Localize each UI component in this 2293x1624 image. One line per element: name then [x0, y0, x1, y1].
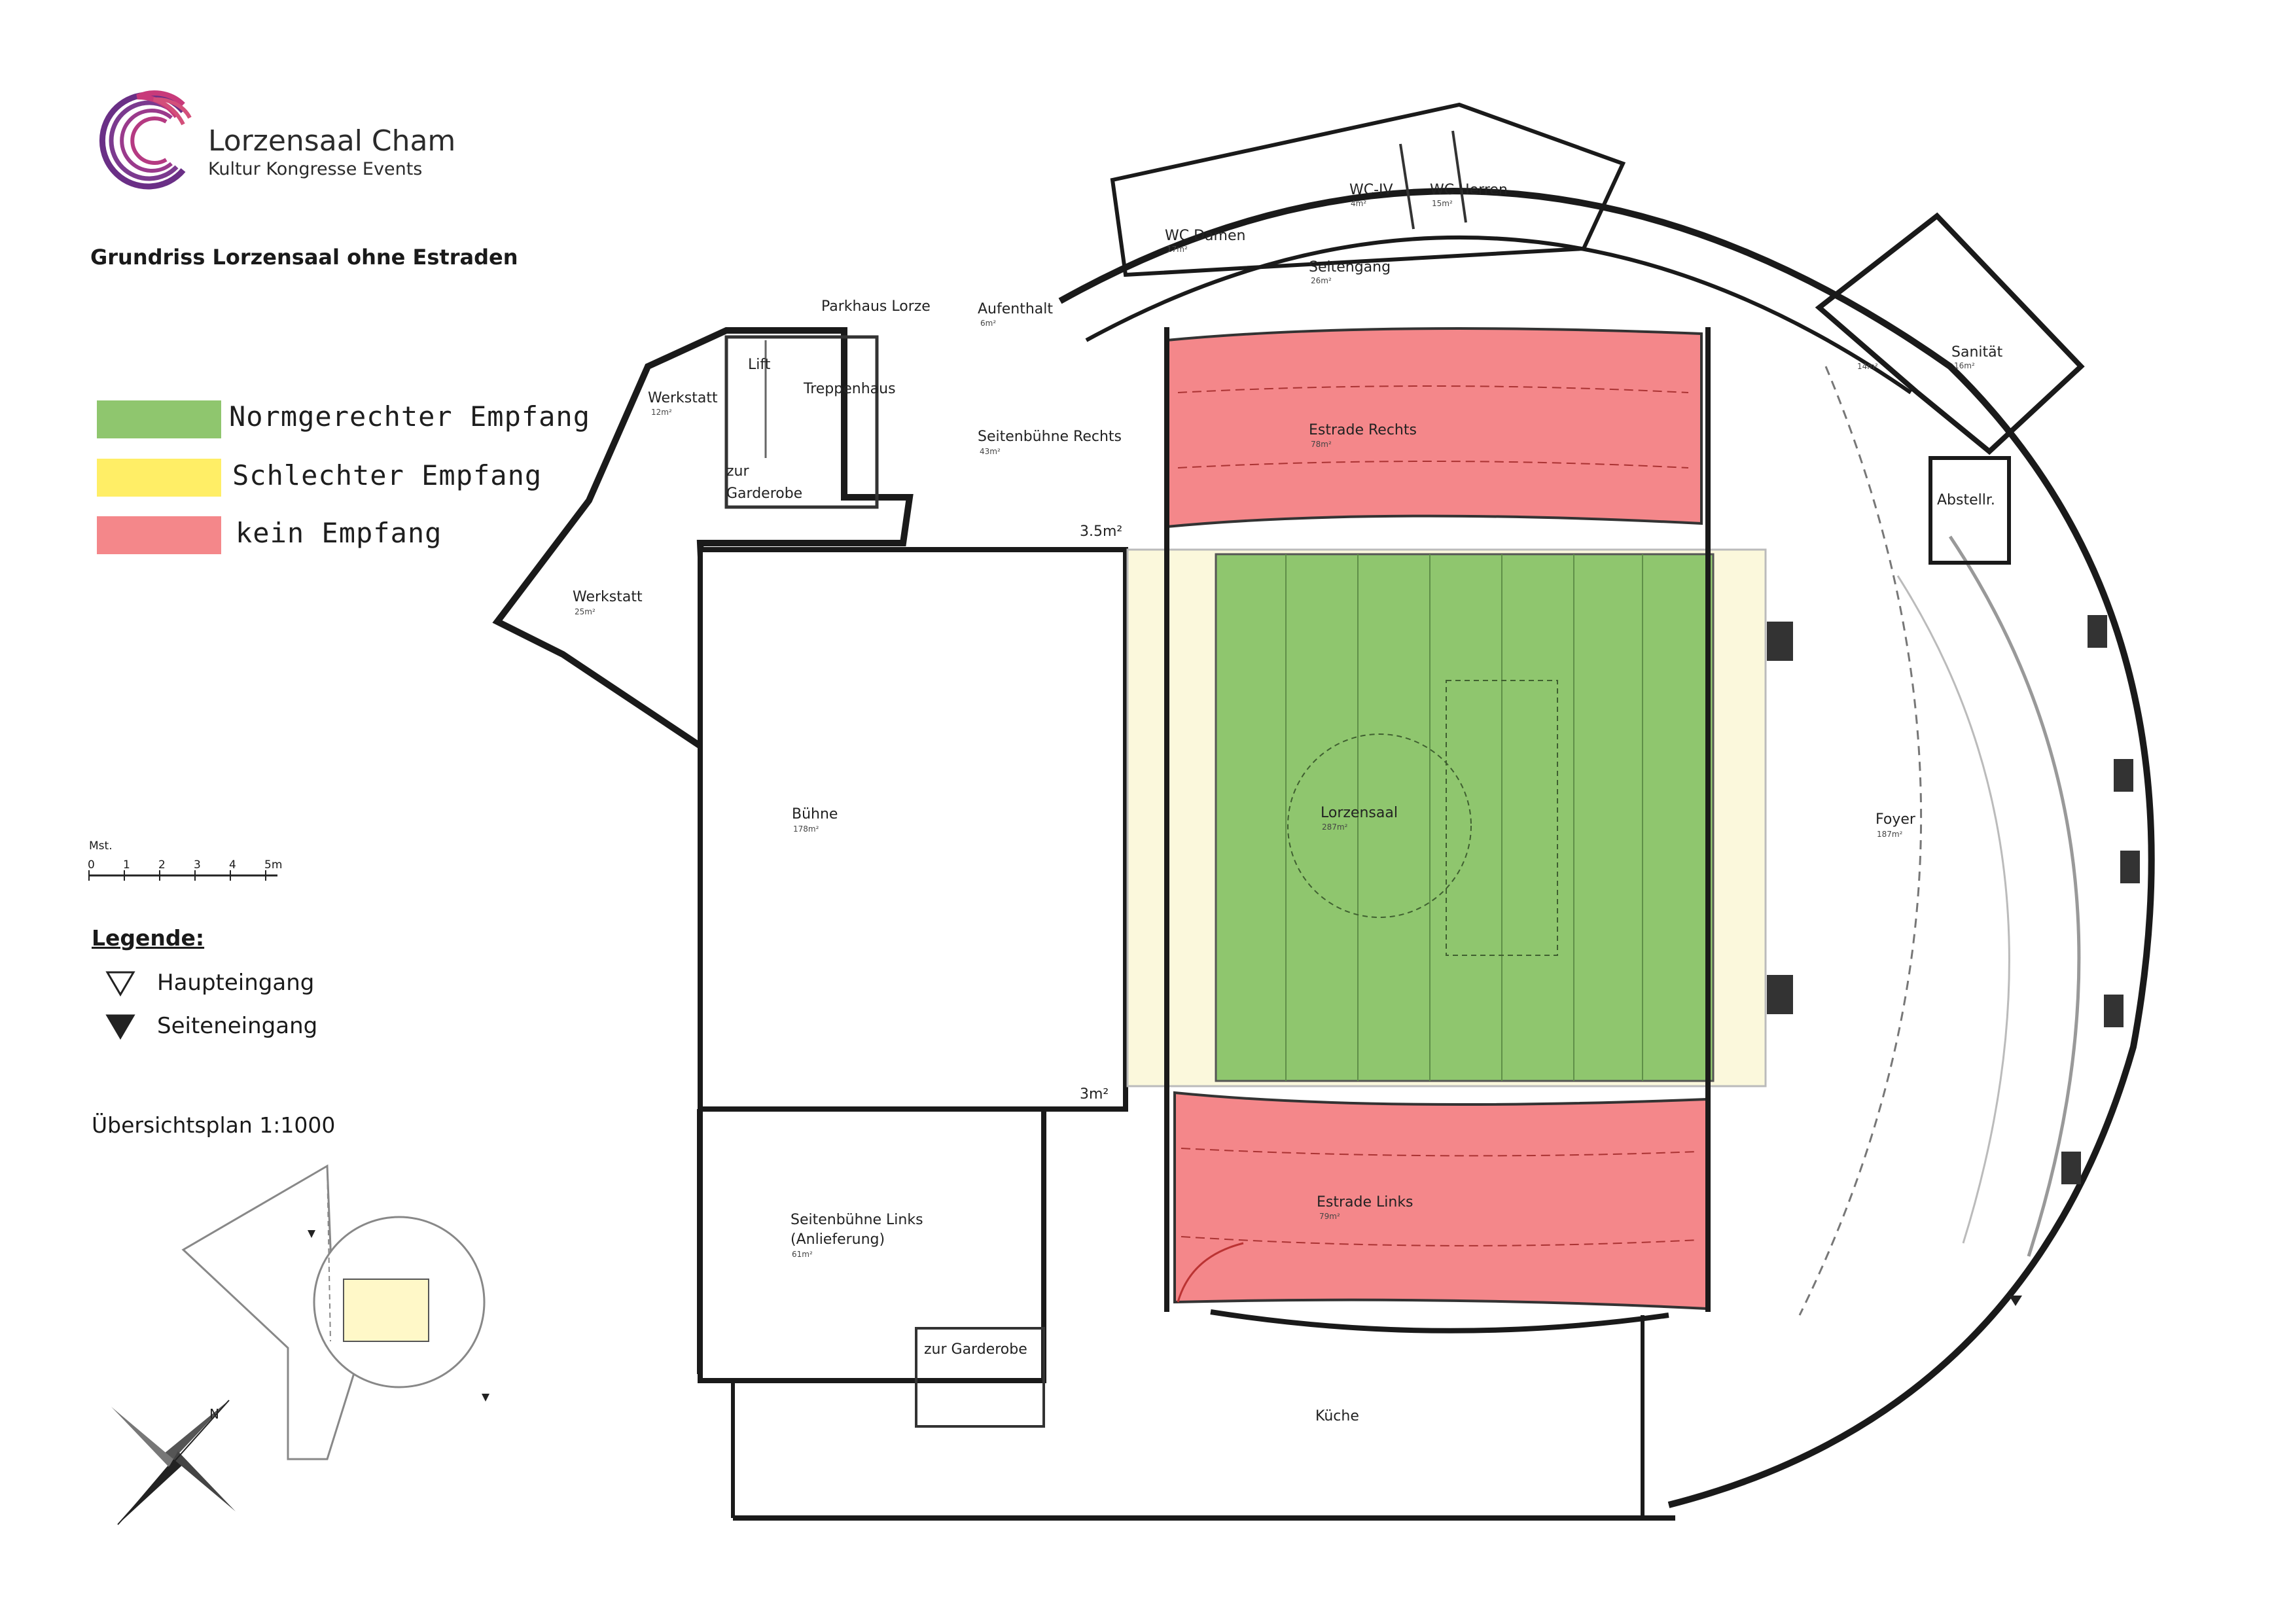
legende-haupteingang: Haupteingang — [157, 970, 315, 996]
compass-icon: N — [111, 1400, 236, 1525]
area-14: 14m² — [1857, 362, 1878, 371]
label-wc-damen: WC Damen — [1165, 228, 1246, 244]
scale-label: Mst. — [89, 839, 113, 853]
area-sanitaet: 16m² — [1954, 361, 1975, 370]
legend-label-kein: kein Empfang — [236, 517, 442, 549]
brand-name: Lorzensaal Cham — [208, 124, 456, 158]
label-werkstatt-large: Werkstatt — [573, 589, 643, 605]
label-kueche: Küche — [1315, 1408, 1359, 1424]
label-anlieferung: (Anlieferung) — [791, 1231, 885, 1248]
label-parkhaus: Parkhaus Lorze — [821, 298, 931, 315]
area-aufenthalt: 6m² — [980, 319, 997, 328]
label-3-5m: 3.5m² — [1080, 523, 1123, 540]
label-buehne: Bühne — [792, 806, 838, 822]
area-buehne: 178m² — [793, 824, 819, 834]
area-lorzensaal: 287m² — [1322, 822, 1348, 832]
label-seitengang: Seitengang — [1309, 259, 1391, 275]
lorzensaal-logo-icon — [99, 90, 192, 190]
label-lift: Lift — [748, 357, 771, 373]
brand-tagline: Kultur Kongresse Events — [208, 159, 423, 179]
label-wc-iv: WC-IV — [1349, 182, 1393, 198]
label-estrade-links: Estrade Links — [1317, 1194, 1413, 1210]
scale-tick-2: 2 — [158, 858, 166, 872]
label-zur-garderobe-top-1: zur — [726, 463, 749, 480]
overview-label: Übersichtsplan 1:1000 — [92, 1112, 336, 1138]
label-lorzensaal: Lorzensaal — [1321, 805, 1398, 821]
legend-label-normgerecht: Normgerechter Empfang — [229, 400, 591, 432]
label-seitenbuehne-rechts: Seitenbühne Rechts — [978, 429, 1122, 445]
area-estrade-rechts: 78m² — [1311, 440, 1332, 449]
scale-bar — [88, 870, 277, 881]
label-werkstatt-small: Werkstatt — [648, 390, 718, 406]
swatch-yellow — [97, 459, 221, 497]
swatch-red — [97, 516, 221, 554]
label-sanitaet: Sanität — [1951, 344, 2003, 361]
label-aufenthalt: Aufenthalt — [978, 301, 1054, 317]
label-abstellr: Abstellr. — [1937, 492, 1995, 508]
scale-tick-5: 5m — [264, 858, 283, 872]
area-foyer: 187m² — [1877, 830, 1903, 839]
legende-seiteneingang: Seiteneingang — [157, 1013, 318, 1039]
scale-tick-4: 4 — [229, 858, 236, 872]
area-werkstatt-large: 25m² — [575, 607, 595, 616]
label-treppenhaus: Treppenhaus — [804, 381, 896, 397]
label-wc-herren: WC Herren — [1430, 182, 1508, 198]
filled-triangle-icon — [105, 1014, 135, 1040]
swatch-green — [97, 400, 221, 438]
area-wc-iv: 4m² — [1351, 199, 1367, 208]
label-estrade-rechts: Estrade Rechts — [1309, 422, 1417, 438]
plan-title: Grundriss Lorzensaal ohne Estraden — [90, 245, 518, 270]
area-wc-herren: 15m² — [1432, 199, 1453, 208]
brand-logo — [85, 85, 196, 196]
legend-label-schlecht: Schlechter Empfang — [232, 459, 542, 491]
area-werkstatt-small: 12m² — [651, 408, 672, 417]
area-estrade-links: 79m² — [1319, 1212, 1340, 1221]
label-seitenbuehne-links: Seitenbühne Links — [791, 1212, 923, 1228]
overview-plan — [181, 1164, 489, 1460]
label-3m: 3m² — [1080, 1086, 1109, 1103]
label-zur-garderobe-bottom: zur Garderobe — [924, 1341, 1027, 1358]
area-seitenbuehne-links: 61m² — [792, 1250, 813, 1259]
area-seitengang: 26m² — [1311, 276, 1332, 285]
svg-text:N: N — [209, 1406, 219, 1422]
hollow-triangle-icon — [105, 971, 135, 997]
label-zur-garderobe-top-2: Garderobe — [726, 485, 803, 502]
label-foyer: Foyer — [1875, 811, 1915, 828]
scale-tick-3: 3 — [194, 858, 201, 872]
area-wc-damen: 17m² — [1167, 245, 1188, 254]
scale-tick-1: 1 — [123, 858, 130, 872]
legende-title: Legende: — [92, 925, 205, 951]
area-seitenbuehne-rechts: 43m² — [980, 447, 1001, 456]
scale-tick-0: 0 — [88, 858, 95, 872]
